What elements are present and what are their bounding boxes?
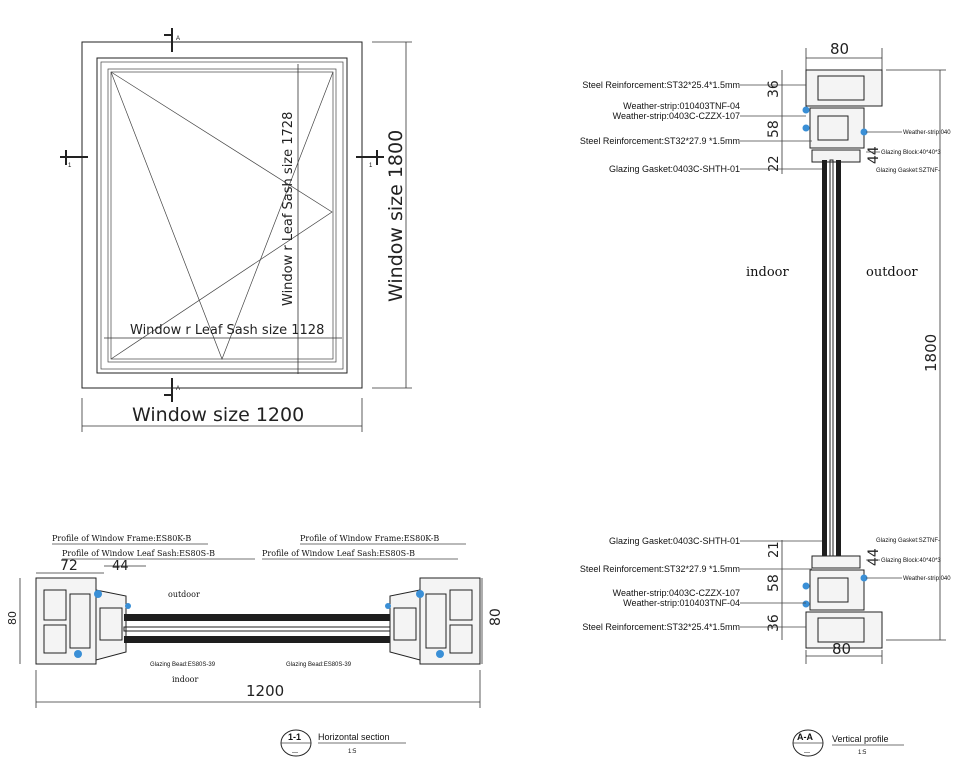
gasket-top-left	[802, 106, 810, 114]
right-frame-profile	[389, 577, 481, 665]
gasket-bottom-left-2	[802, 600, 810, 608]
glass-pane-inner	[124, 636, 392, 643]
horizontal-title-text: Horizontal section	[318, 732, 390, 742]
frame-label-right: Profile of Window Frame:ES80K-B	[300, 534, 439, 543]
top-label-2: Weather-strip:0403C-CZZX-107	[613, 111, 740, 121]
top-label-3: Steel Reinforcement:ST32*27.9 *1.5mm	[580, 136, 740, 146]
sash-inner	[107, 68, 337, 363]
gasket-top-right	[860, 128, 868, 136]
front-view: A A 1 1 Window r Leaf Sash size 1128 Win…	[60, 28, 412, 432]
top-dim-1: 58	[766, 120, 782, 138]
gasket-right-bottom	[436, 650, 444, 658]
dim-80-left: 80	[6, 611, 19, 625]
gasket-right-mid	[385, 603, 391, 609]
top-label-0: Steel Reinforcement:ST32*25.4*1.5mm	[582, 80, 740, 90]
section-mark-a-top-label: A	[176, 36, 180, 42]
right-top-label-0: Weather-strip:040	[903, 130, 951, 136]
gasket-bottom-left	[802, 582, 810, 590]
horizontal-title-sub: —	[292, 750, 298, 756]
horizontal-section: Profile of Window Frame:ES80K-B Profile …	[6, 534, 504, 757]
right-bottom-dim: 44	[866, 548, 882, 566]
section-mark-a-top: A	[164, 28, 180, 52]
top-frame-profile	[805, 69, 883, 163]
section-width-label: 1200	[246, 682, 284, 700]
right-bottom-label-2: Weather-strip:040	[903, 576, 951, 582]
section-mark-a-bottom: A	[164, 378, 180, 402]
v-glass-spacer	[829, 159, 834, 557]
window-height-label: Window size 1800	[385, 130, 407, 302]
glazing-bead-left: Glazing Bead:ES80S-39	[150, 662, 216, 668]
section-mark-1-right: 1	[356, 150, 384, 169]
horizontal-section-title: 1-1 — Horizontal section 1:5	[280, 729, 406, 757]
dim-72: 72	[60, 558, 78, 574]
bottom-dim-0: 21	[767, 541, 782, 558]
right-top-label-2: Glazing Gasket:SZTNF-	[876, 168, 940, 174]
gasket-top-left-2	[802, 124, 810, 132]
vertical-title-text: Vertical profile	[832, 734, 889, 744]
vertical-outdoor-label: outdoor	[866, 265, 918, 280]
opening-triangle-bottom	[110, 71, 334, 360]
bottom-label-0: Glazing Gasket:0403C-SHTH-01	[609, 536, 740, 546]
sash-outer	[100, 61, 344, 370]
vertical-title-scale: 1:5	[858, 750, 867, 756]
right-top-label-1: Glazing Block:40*40*3	[881, 150, 941, 156]
vertical-profile-title: A-A — Vertical profile 1:5	[792, 729, 904, 757]
section-mark-a-bottom-label: A	[176, 386, 180, 392]
vertical-dim-bottom: 80	[832, 640, 851, 658]
vertical-dim-top: 80	[830, 40, 849, 58]
glass-pane-outer	[124, 614, 392, 621]
sash-label-right: Profile of Window Leaf Sash:ES80S-B	[262, 549, 415, 558]
gasket-left-bottom	[74, 650, 82, 658]
glass-line	[110, 71, 334, 360]
gasket-left-top	[94, 590, 102, 598]
horizontal-title-scale: 1:5	[348, 749, 357, 755]
top-dim-0: 36	[766, 80, 782, 98]
top-dim-2: 22	[767, 155, 782, 172]
vertical-title-number: A-A	[797, 732, 813, 742]
bottom-label-1: Steel Reinforcement:ST32*27.9 *1.5mm	[580, 564, 740, 574]
frame-label-left: Profile of Window Frame:ES80K-B	[52, 534, 191, 543]
gasket-bottom-right	[860, 574, 868, 582]
vertical-height-label: 1800	[922, 334, 940, 372]
bottom-label-4: Steel Reinforcement:ST32*25.4*1.5mm	[582, 622, 740, 632]
v-glass-pane-outer	[822, 160, 827, 556]
right-top-dim: 44	[866, 146, 882, 164]
top-label-1: Weather-strip:010403TNF-04	[623, 101, 740, 111]
indoor-label: indoor	[172, 675, 198, 684]
right-bottom-label-1: Glazing Block:40*40*3	[881, 558, 941, 564]
glazing-bead-right: Glazing Bead:ES80S-39	[286, 662, 352, 668]
sash-width-label: Window r Leaf Sash size 1128	[130, 323, 324, 338]
vertical-title-sub: —	[804, 750, 810, 756]
bottom-label-2: Weather-strip:0403C-CZZX-107	[613, 588, 740, 598]
section-mark-1-left-label: 1	[68, 163, 72, 169]
horizontal-title-number: 1-1	[288, 732, 301, 742]
window-inner-frame	[96, 57, 348, 374]
glass-spacer	[123, 626, 393, 632]
left-frame-profile	[35, 577, 127, 665]
sash-label-left: Profile of Window Leaf Sash:ES80S-B	[62, 549, 215, 558]
sash-height-label: Window r Leaf Sash size 1728	[281, 112, 296, 306]
dim-80-right: 80	[488, 608, 504, 626]
right-bottom-label-0: Glazing Gasket:SZTNF-	[876, 538, 940, 544]
gasket-right-top	[416, 590, 424, 598]
section-mark-1-left: 1	[60, 150, 88, 169]
vertical-profile: 80 80	[580, 40, 951, 757]
bottom-dim-2: 36	[766, 614, 782, 632]
opening-triangle-side	[110, 71, 333, 360]
bottom-dim-1: 58	[766, 574, 782, 592]
window-outer-frame	[81, 41, 363, 389]
section-mark-1-right-label: 1	[369, 163, 373, 169]
outdoor-label: outdoor	[168, 590, 200, 599]
v-glass-pane-inner	[836, 160, 841, 556]
window-width-label: Window size 1200	[132, 404, 304, 426]
dim-44: 44	[112, 559, 129, 574]
bottom-label-3: Weather-strip:010403TNF-04	[623, 598, 740, 608]
bottom-frame-profile	[805, 555, 883, 649]
top-label-4: Glazing Gasket:0403C-SHTH-01	[609, 164, 740, 174]
gasket-left-mid	[125, 603, 131, 609]
vertical-indoor-label: indoor	[746, 265, 790, 280]
